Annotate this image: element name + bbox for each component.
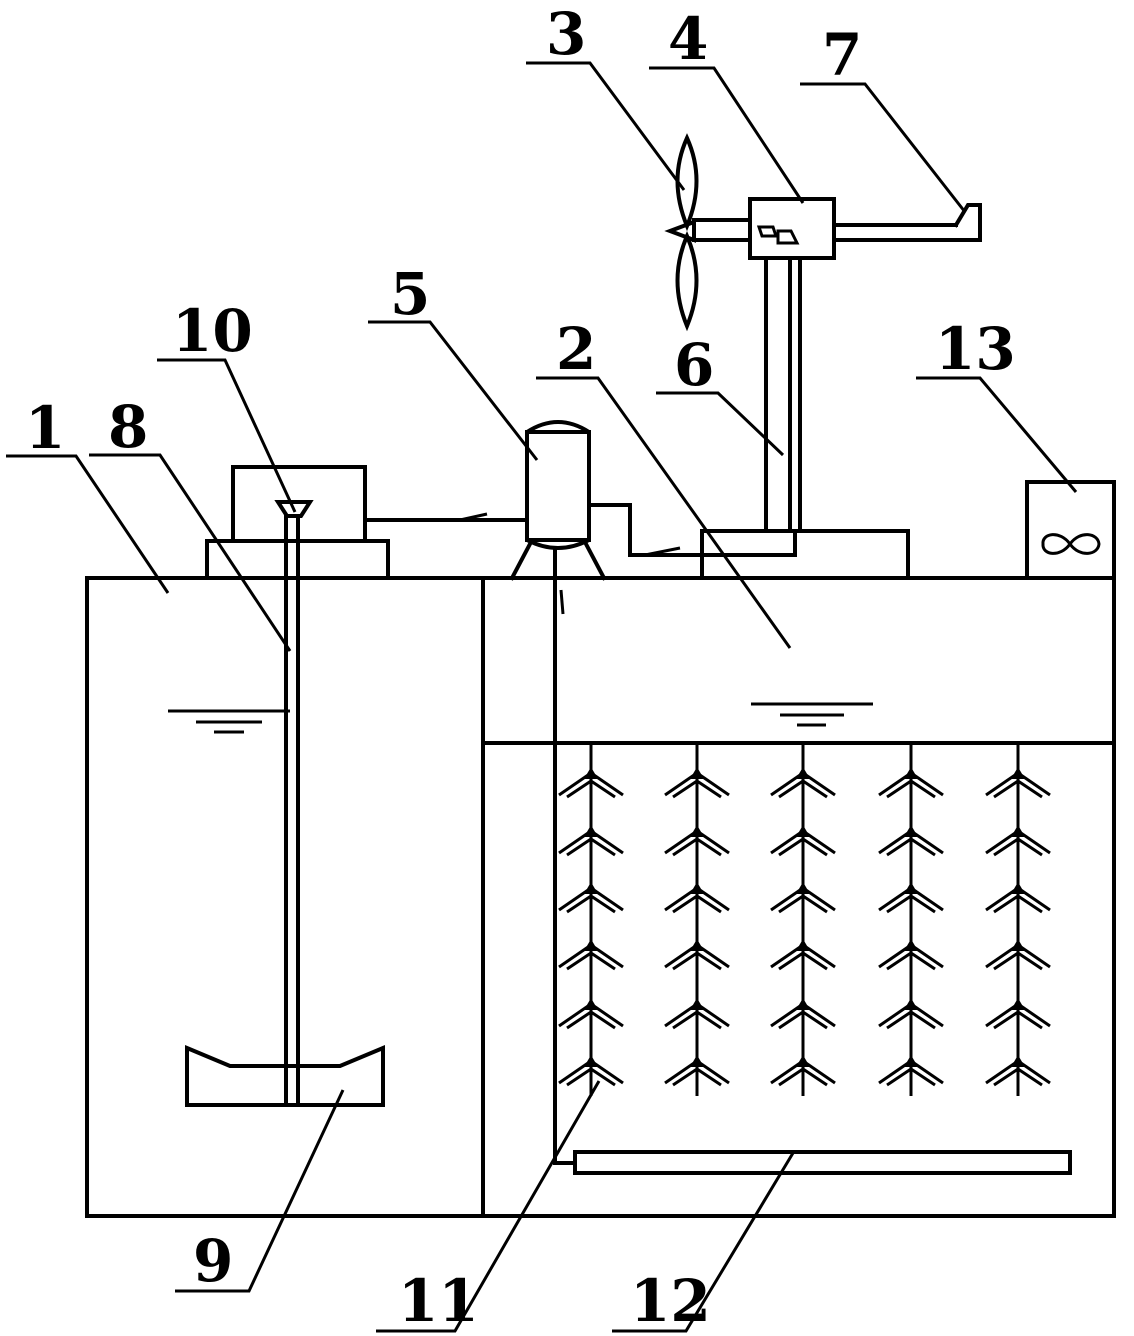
tank-outer-wall xyxy=(85,576,1116,1218)
label-10: 10 xyxy=(172,297,253,365)
aerator-branch xyxy=(878,767,944,799)
aerator-branch xyxy=(558,767,624,799)
label-8: 8 xyxy=(108,393,148,461)
tail-boom xyxy=(832,223,982,242)
coupling-funnel xyxy=(274,500,314,518)
aerator-branch xyxy=(770,939,836,971)
pump-tank xyxy=(525,420,591,550)
aerator-array xyxy=(558,743,1051,1096)
connecting-pipe-left xyxy=(363,512,529,522)
label-2: 2 xyxy=(556,315,596,383)
aerator-branch xyxy=(664,939,730,971)
aerator-branch xyxy=(878,825,944,857)
aerator-branch xyxy=(770,825,836,857)
aerator-branch xyxy=(985,939,1051,971)
pump-outlet-pipe xyxy=(587,503,704,557)
rotor-hub-shaft xyxy=(692,218,752,242)
aerator-column xyxy=(878,743,944,1096)
aerator-branch xyxy=(985,825,1051,857)
pump-suction-pipe xyxy=(553,546,575,1165)
aerator-branch xyxy=(770,1055,836,1087)
aerator-branch xyxy=(985,1055,1051,1087)
label-11: 11 xyxy=(398,1267,479,1335)
aerator-column xyxy=(985,743,1051,1096)
generator-housing xyxy=(748,197,836,260)
water-level-symbol-right xyxy=(751,702,873,727)
aerator-branch xyxy=(558,998,624,1030)
aerator-branch xyxy=(985,882,1051,914)
fan-box xyxy=(1025,480,1116,580)
aerator-branch xyxy=(558,882,624,914)
stirrer-shaft xyxy=(284,514,300,1107)
mast xyxy=(700,256,802,557)
stirrer-impeller xyxy=(185,1044,385,1107)
label-13: 13 xyxy=(935,315,1016,383)
aerator-column xyxy=(664,743,730,1096)
aerator-column xyxy=(558,743,624,1096)
tail-vane xyxy=(953,203,982,242)
aerator-branch xyxy=(878,1055,944,1087)
aerator-branch xyxy=(878,998,944,1030)
label-6: 6 xyxy=(674,331,714,399)
label-3: 3 xyxy=(546,0,586,68)
aerator-branch xyxy=(985,767,1051,799)
aerator-branch xyxy=(770,882,836,914)
aerator-branch xyxy=(664,882,730,914)
aerator-branch xyxy=(558,939,624,971)
aerator-column xyxy=(770,743,836,1096)
aerator-branch xyxy=(878,939,944,971)
label-7: 7 xyxy=(822,21,862,89)
aerator-branch xyxy=(770,998,836,1030)
label-9: 9 xyxy=(193,1227,233,1295)
label-5: 5 xyxy=(390,260,430,328)
aerator-branch xyxy=(770,767,836,799)
aerator-branch xyxy=(985,998,1051,1030)
label-4: 4 xyxy=(668,5,708,73)
label-12: 12 xyxy=(630,1267,711,1335)
aerator-branch xyxy=(558,1055,624,1087)
aerator-branch xyxy=(558,825,624,857)
wind-turbine-blades xyxy=(664,133,699,332)
leader-lines xyxy=(6,61,1078,1333)
pump-legs xyxy=(509,541,607,581)
label-1: 1 xyxy=(25,394,65,462)
bottom-diffuser-pipe xyxy=(573,1150,1072,1175)
number-labels: 1 8 10 5 2 6 3 4 7 13 9 11 12 xyxy=(25,0,1016,1335)
aerator-branch xyxy=(664,825,730,857)
aerator-branch xyxy=(664,1055,730,1087)
water-level-symbol-left xyxy=(168,709,290,734)
aerator-branch xyxy=(664,998,730,1030)
aerator-branch xyxy=(664,767,730,799)
aerator-branch xyxy=(878,882,944,914)
